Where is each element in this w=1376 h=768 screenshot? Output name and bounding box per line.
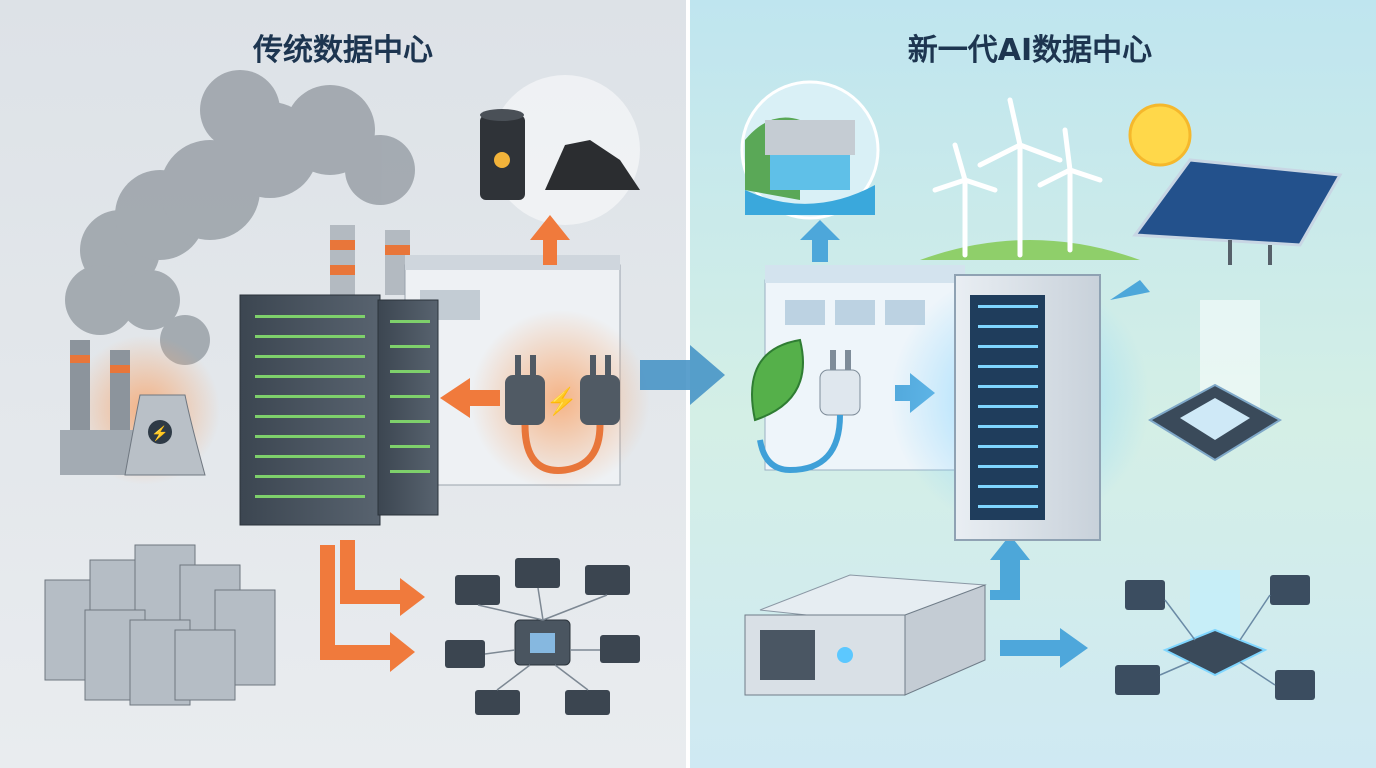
traditional-datacenter-panel: 传统数据中心 ⚡ <box>0 0 686 768</box>
right-panel-title: 新一代AI数据中心 <box>908 33 1152 68</box>
chimney-icon <box>330 225 410 295</box>
blue-arrows <box>800 220 1150 668</box>
ai-datacenter-panel: 新一代AI数据中心 <box>640 0 1376 768</box>
svg-text:⚡: ⚡ <box>151 425 168 442</box>
smoke-icon <box>65 70 415 365</box>
server-stack-icon <box>44 544 276 706</box>
edge-ai-network-icon <box>1115 570 1315 700</box>
transition-arrow <box>640 345 725 405</box>
solar-panel-icon <box>1132 158 1343 265</box>
sun-icon <box>1128 103 1192 167</box>
power-plant-icon: ⚡ <box>60 335 220 485</box>
server-rack-icon <box>239 294 439 526</box>
orange-arrows <box>320 215 570 672</box>
rack-server-icon <box>744 574 987 696</box>
green-plug-icon <box>757 350 861 474</box>
hydropower-icon <box>740 80 880 220</box>
leaf-icon <box>751 338 804 422</box>
wind-turbine-icon <box>920 97 1140 260</box>
computing-network-icon <box>445 558 640 715</box>
fossil-fuel-icon <box>480 75 640 225</box>
plug-icon: ⚡ <box>470 310 650 490</box>
svg-text:⚡: ⚡ <box>546 386 578 417</box>
ai-chip-icon <box>1147 300 1283 462</box>
ai-server-rack-icon <box>890 270 1150 541</box>
left-panel-title: 传统数据中心 <box>252 33 433 68</box>
